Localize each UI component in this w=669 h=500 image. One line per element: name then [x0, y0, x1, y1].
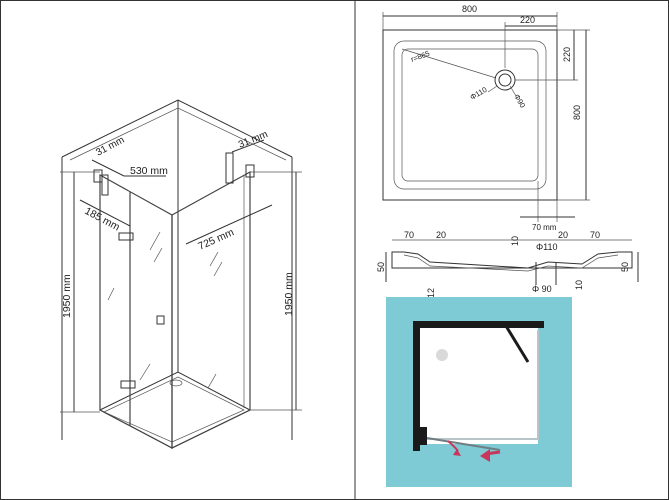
drain-outlet: [169, 379, 183, 387]
swing-arrow-small-head: [453, 449, 461, 456]
top-hinge: [118, 232, 134, 241]
swing-arrow-head: [480, 449, 490, 462]
bottom-hinge: [120, 380, 136, 389]
tray-slope-line: [401, 48, 497, 79]
section-d70-left: 70: [404, 230, 414, 240]
height-right-label: 1950 mm: [283, 272, 295, 316]
drain-circle: [436, 349, 448, 361]
offset-top-label: 220: [520, 15, 535, 25]
tray-basin: [401, 48, 539, 182]
tray-rim: [393, 40, 547, 190]
drain-inner-circle: [498, 73, 512, 87]
tray-section-view: 70 20 10 Φ110 20 70 50 12 Φ 90 10 50: [376, 230, 639, 298]
dim-725-line: [185, 204, 273, 245]
left-wall-profile: [101, 174, 109, 196]
tray-plan-view: 800 220 800 220 r=865 Φ110 Φ90 70 mm: [382, 4, 590, 232]
drain-outer-circle: [494, 69, 516, 91]
top-view-floor: [420, 326, 538, 444]
wall-end-block: [413, 427, 427, 445]
back-wall: [413, 321, 544, 328]
wall-brace: [504, 325, 530, 363]
right-wall-profile: [225, 152, 234, 184]
tray-section-inner: [403, 254, 619, 272]
tray-outline: [382, 29, 558, 201]
section-d20-left: 20: [436, 230, 446, 240]
tray-section-profile: [391, 251, 633, 269]
section-d70-right: 70: [590, 230, 600, 240]
dim-185-line: [79, 199, 131, 227]
dim-31-right-line: [231, 139, 265, 153]
radius-label: r=865: [410, 49, 431, 64]
section-d20-right: 20: [558, 230, 568, 240]
edge-margin-label: 70 mm: [532, 223, 557, 232]
section-h12: 12: [426, 288, 436, 298]
drain-outer-label: Φ110: [469, 85, 489, 102]
right-wall-bracket: [245, 164, 255, 178]
dim-185-label: 185 mm: [83, 205, 122, 234]
section-phi110: Φ110: [536, 242, 558, 252]
tray-inner-rim: [103, 376, 245, 443]
offset-right-label: 220: [562, 47, 572, 62]
fixed-glass-panel: [171, 170, 251, 449]
side-wall: [413, 321, 420, 451]
tray-width-label: 800: [462, 4, 477, 14]
tray-depth-label: 800: [572, 105, 582, 120]
tray-base: [98, 371, 252, 449]
drain-inner-leader: [509, 85, 517, 97]
section-d10-right: 10: [574, 280, 584, 290]
height-left-label: 1950 mm: [61, 274, 73, 318]
drain-outer-leader: [487, 85, 498, 93]
section-h50-left: 50: [376, 262, 386, 272]
section-h50-right: 50: [620, 262, 630, 272]
dim-31-left-line: [91, 159, 125, 177]
door-handle: [156, 315, 165, 325]
enclosure-top-view: [386, 297, 572, 487]
glass-reflections: [107, 231, 223, 389]
section-phi90: Φ 90: [532, 284, 552, 294]
section-d10-left: 10: [510, 236, 520, 246]
drain-inner-label: Φ90: [512, 93, 527, 110]
isometric-enclosure-view: 31 mm 530 mm 31 mm 185 mm 725 mm 1950 mm…: [60, 99, 302, 449]
dim-530-label: 530 mm: [130, 165, 168, 177]
dim-31-left-label: 31 mm: [94, 135, 126, 159]
door-swing-line: [426, 437, 501, 451]
wall-top-inner-edge: [69, 107, 287, 161]
